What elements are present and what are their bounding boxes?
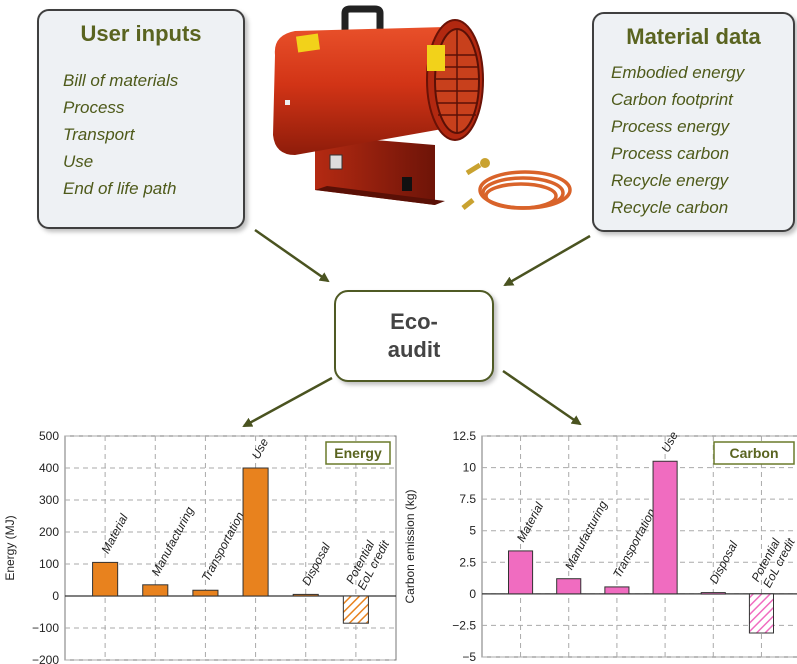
bar — [342, 595, 369, 624]
bar — [700, 592, 726, 595]
bar — [748, 593, 774, 634]
list-item: Process carbon — [611, 144, 730, 163]
eco-audit-label-line1: Eco- — [390, 309, 438, 334]
list-item: Recycle carbon — [611, 198, 729, 217]
arrow-user-inputs-to-eco-audit — [254, 228, 330, 283]
list-item: Recycle energy — [611, 171, 729, 190]
list-item: Bill of materials — [63, 71, 179, 90]
y-tick-label: 7.5 — [459, 492, 476, 506]
material-data-title: Material data — [626, 24, 761, 49]
bar — [604, 586, 630, 595]
y-tick-label: −100 — [32, 621, 59, 635]
y-tick-label: 0 — [469, 587, 476, 601]
y-tick-label: 100 — [39, 557, 59, 571]
y-tick-label: 2.5 — [459, 555, 476, 569]
y-axis-label: Carbon emission (kg) — [403, 489, 417, 603]
plot-area — [64, 435, 397, 661]
arrow-material-data-to-eco-audit — [503, 234, 591, 287]
material-data-box: Material data Embodied energy Carbon foo… — [592, 12, 795, 232]
y-tick-label: 5 — [469, 524, 476, 538]
legend-box — [713, 441, 795, 465]
bar — [508, 550, 534, 595]
space-heater-image — [273, 5, 572, 210]
arrow-eco-audit-to-energy-chart — [242, 376, 333, 428]
list-item: Transport — [63, 125, 135, 144]
plot-area — [481, 435, 797, 658]
bar — [142, 584, 169, 597]
eco-audit-label-line2: audit — [387, 337, 441, 362]
y-tick-label: 400 — [39, 461, 59, 475]
y-tick-label: 300 — [39, 493, 59, 507]
legend-label: Carbon — [730, 445, 779, 461]
bar — [92, 561, 119, 597]
bar — [292, 593, 319, 597]
legend-label: Energy — [334, 445, 382, 461]
y-tick-label: 200 — [39, 525, 59, 539]
list-item: Use — [63, 152, 94, 171]
bar — [652, 460, 678, 595]
y-tick-label: −5 — [462, 650, 476, 664]
user-inputs-list: Bill of materials Process Transport Use … — [63, 67, 178, 202]
y-tick-label: −200 — [32, 653, 59, 664]
arrow-eco-audit-to-carbon-chart — [502, 369, 582, 426]
user-inputs-title: User inputs — [80, 21, 202, 46]
list-item: End of life path — [63, 179, 177, 198]
material-data-list: Embodied energy Carbon footprint Process… — [611, 59, 744, 221]
legend-box — [325, 441, 391, 465]
bar — [556, 578, 582, 595]
y-tick-label: 12.5 — [453, 429, 477, 443]
list-item: Process — [63, 98, 125, 117]
y-tick-label: 0 — [52, 589, 59, 603]
bar — [242, 467, 269, 597]
list-item: Carbon footprint — [611, 90, 733, 109]
eco-audit-box: Eco- audit — [334, 290, 494, 382]
bar — [192, 589, 219, 597]
y-axis-label: Energy (MJ) — [3, 515, 17, 580]
list-item: Embodied energy — [611, 63, 745, 82]
y-tick-label: 10 — [463, 461, 477, 475]
user-inputs-box: User inputs Bill of materials Process Tr… — [37, 9, 245, 229]
y-tick-label: 500 — [39, 429, 59, 443]
y-tick-label: −2.5 — [452, 618, 476, 632]
list-item: Process energy — [611, 117, 730, 136]
